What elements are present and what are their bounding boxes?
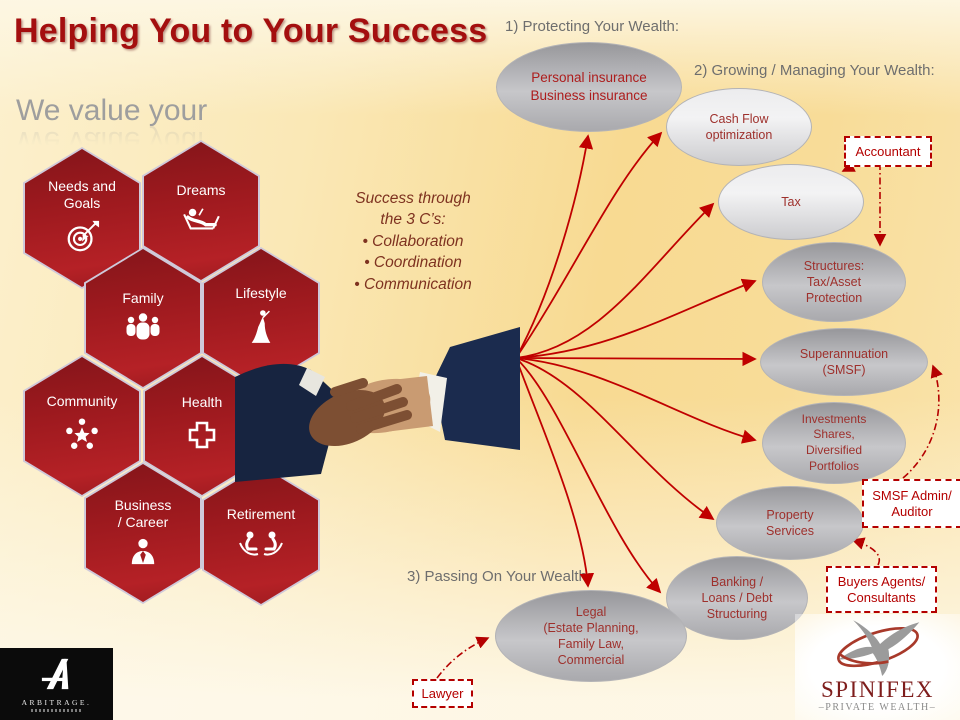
ellipse-legal: Legal (Estate Planning, Family Law, Comm… [495, 590, 687, 682]
rocking-chairs-icon [236, 529, 286, 564]
arbitrage-a-icon [38, 657, 76, 696]
advisor-box-buyers-agents: Buyers Agents/ Consultants [826, 566, 937, 613]
ellipse-cash-flow: Cash Flow optimization [666, 88, 812, 166]
ellipse-investments: Investments Shares, Diversified Portfoli… [762, 402, 906, 484]
hexagon-family: Family [84, 247, 202, 389]
advisor-box-lawyer: Lawyer [412, 679, 473, 708]
ellipse-tax: Tax [718, 164, 864, 240]
handshake-photo [235, 327, 520, 482]
woman-gown-icon [247, 308, 275, 351]
three-cs-bullet: • Communication [354, 275, 472, 293]
advisor-box-accountant: Accountant [844, 136, 932, 167]
hexagon-label: Health [181, 394, 223, 411]
spinifex-tagline: –PRIVATE WEALTH– [818, 702, 937, 713]
three-cs-bullet: • Collaboration [362, 232, 464, 250]
family-icon [121, 313, 165, 346]
section-protecting-wealth: 1) Protecting Your Wealth: [505, 18, 679, 35]
ellipse-banking: Banking / Loans / Debt Structuring [666, 556, 808, 640]
medical-cross-icon [184, 417, 220, 458]
ellipse-superannuation: Superannuation (SMSF) [760, 328, 928, 396]
arbitrage-logo: ARBITRAGE. [0, 648, 113, 720]
page-title: Helping You to Your Success [14, 12, 488, 50]
arbitrage-subtext [30, 708, 83, 712]
hexagon-label: Community [46, 393, 118, 410]
section-growing-wealth: 2) Growing / Managing Your Wealth: [694, 62, 935, 79]
tagline-text: We value your [16, 94, 208, 127]
hexagon-label: Retirement [226, 506, 296, 523]
hexagon-label: Family [122, 290, 164, 307]
spinifex-name: SPINIFEX [821, 677, 934, 702]
ellipse-property-services: Property Services [716, 486, 864, 560]
hexagon-label: Dreams [176, 182, 226, 199]
hexagon-needs-goals: Needs and Goals [23, 147, 141, 289]
ellipse-structures: Structures: Tax/Asset Protection [762, 242, 906, 322]
community-people-icon [63, 416, 101, 459]
relaxing-person-icon [179, 205, 223, 240]
hexagon-label: Business / Career [114, 496, 172, 531]
three-cs-heading: Success through the 3 C’s: [355, 190, 471, 229]
ellipse-personal-insurance: Personal insurance Business insurance [496, 42, 682, 132]
target-icon [63, 218, 101, 259]
spinifex-logo: SPINIFEX –PRIVATE WEALTH– [795, 614, 960, 720]
arbitrage-name: ARBITRAGE. [21, 697, 92, 707]
tagline-block: We value your We value your [16, 94, 208, 159]
business-person-icon [126, 537, 160, 570]
eagle-icon [824, 614, 932, 681]
three-cs-block: Success through the 3 C’s: • Collaborati… [338, 188, 488, 295]
advisor-box-smsf-admin: SMSF Admin/ Auditor [862, 479, 960, 528]
hexagon-label: Needs and Goals [48, 177, 116, 212]
three-cs-bullet: • Coordination [364, 254, 462, 272]
section-passing-wealth: 3) Passing On Your Wealth: [407, 568, 591, 585]
hexagon-label: Lifestyle [235, 285, 287, 302]
tagline-reflection: We value your [16, 125, 208, 158]
